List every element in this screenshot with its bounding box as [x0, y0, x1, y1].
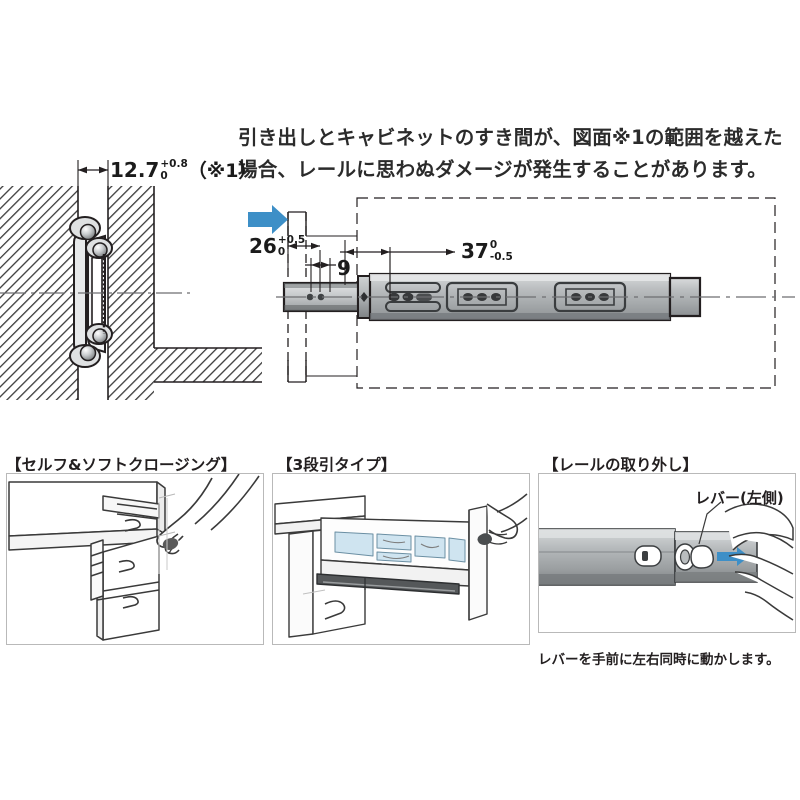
notice-line-1: 引き出しとキャビネットのすき間が、図面※1の範囲を越えた: [238, 126, 783, 149]
dimension-12-7-lines: [77, 160, 109, 186]
caption-panel-3: 【レールの取り外し】: [543, 456, 699, 474]
panel-rail-removal: [538, 473, 796, 633]
lever-leader-line: [698, 501, 722, 545]
blue-arrow-icon: [248, 205, 288, 234]
release-lever: [690, 544, 714, 569]
dimension-lines-right: [287, 240, 455, 300]
illustration-extended-drawer: [274, 493, 528, 638]
cabinet-envelope-dashed: [356, 197, 776, 389]
illustration-lever-release: [539, 501, 794, 621]
notice-line-2: 場合、レールに思わぬダメージが発生することがあります。: [238, 157, 767, 181]
panel-3-footnote: レバーを手前に左右同時に動かします。: [538, 652, 780, 668]
slide-rail-cross-section: [69, 216, 113, 368]
left-cross-section: [0, 160, 262, 400]
panel-self-soft-closing: [6, 473, 264, 645]
caption-panel-1: 【セルフ&ソフトクロージング】: [6, 456, 237, 474]
dimension-9: 9: [337, 256, 351, 280]
panel-three-stage-type: [272, 473, 530, 645]
lever-label: レバー(左側): [695, 489, 784, 507]
rail-tail: [668, 276, 702, 318]
rail-slot-group-2: [445, 281, 519, 313]
right-side-view: [248, 197, 795, 389]
notice-text: 引き出しとキャビネットのすき間が、図面※1の範囲を越えた 場合、レールに思わぬダ…: [238, 122, 783, 185]
caption-panel-2: 【3段引タイプ】: [277, 456, 397, 474]
drawer-bottom-hatch: [154, 348, 262, 382]
rail-slot-group-3: [553, 281, 627, 313]
illustration-hand-pushing-drawer: [8, 474, 260, 641]
